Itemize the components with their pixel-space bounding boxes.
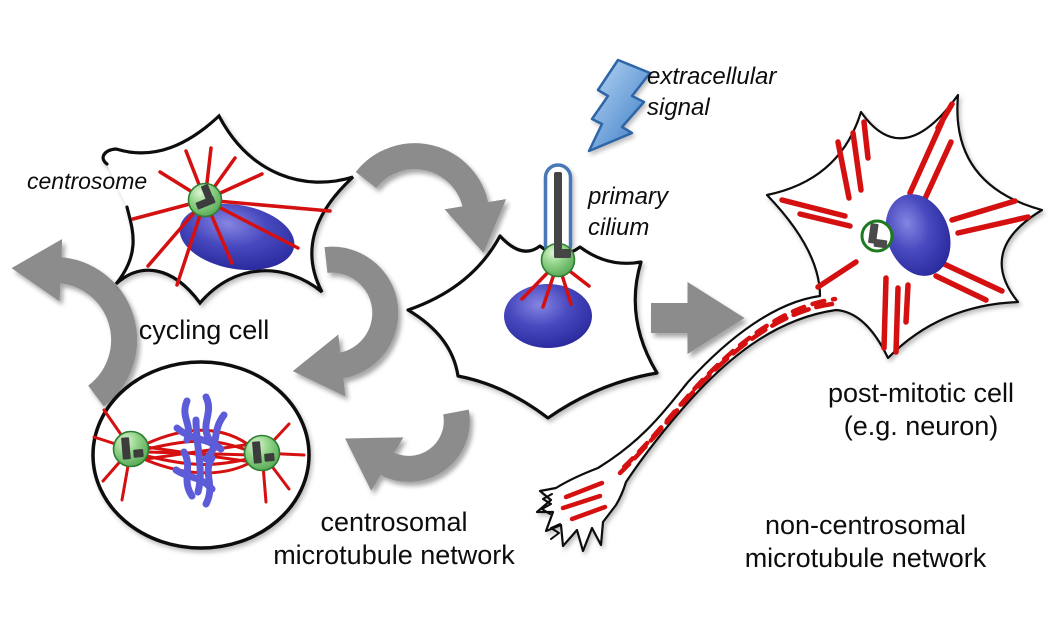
- spindle-pole-icon: [112, 430, 150, 468]
- axon-microtubules: [560, 296, 838, 522]
- label-non-centrosomal-line1: non-centrosomal: [764, 510, 967, 540]
- arrow-to-ciliated-cell-icon: [355, 143, 507, 253]
- nucleus: [885, 194, 951, 276]
- label-cycling-cell-text: cycling cell: [138, 315, 270, 345]
- ciliated-cell: [406, 163, 659, 420]
- spindle-microtubules: [92, 408, 306, 504]
- label-primary-cilium-line1: primary: [588, 183, 669, 210]
- label-centrosomal-network: centrosomal microtubule network: [268, 506, 520, 572]
- label-centrosomal-line2: microtubule network: [273, 540, 515, 570]
- arrow-to-mitosis-icon: [345, 409, 470, 491]
- label-non-centrosomal-network: non-centrosomal microtubule network: [688, 509, 1043, 575]
- cycling-cell: [101, 113, 355, 306]
- label-centrosome-text: centrosome: [27, 168, 148, 194]
- cycle-arrows: [11, 143, 745, 491]
- filopodia-squiggle: [541, 493, 553, 515]
- chromosomes: [172, 393, 228, 508]
- label-extracellular-line1: extracellular: [647, 63, 777, 90]
- neurite-microtubules: [779, 101, 1031, 355]
- label-non-centrosomal-line2: microtubule network: [744, 543, 987, 573]
- inactive-centrosome-icon: [860, 219, 894, 253]
- label-centrosomal-line1: centrosomal: [320, 507, 468, 537]
- label-extracellular-line2: signal: [647, 94, 710, 121]
- neuron-cell: [535, 93, 1044, 553]
- label-primary-cilium: primary cilium: [588, 181, 668, 243]
- lightning-bolt-icon: [587, 58, 652, 153]
- label-extracellular-signal: extracellular signal: [647, 61, 776, 123]
- primary-cilium: [540, 163, 576, 278]
- filopodia-squiggle: [550, 523, 561, 540]
- label-primary-cilium-line2: cilium: [588, 214, 650, 241]
- centrosome-icon: [187, 182, 223, 218]
- mitotic-cell: [91, 360, 311, 550]
- label-post-mitotic-line2: (e.g. neuron): [843, 411, 999, 441]
- arrow-cycle-down-icon: [292, 246, 399, 397]
- label-post-mitotic-line1: post-mitotic cell: [827, 378, 1015, 408]
- nucleus: [179, 203, 295, 271]
- label-cycling-cell: cycling cell: [104, 314, 304, 347]
- label-post-mitotic-cell: post-mitotic cell (e.g. neuron): [793, 377, 1049, 443]
- arrow-cycle-up-icon: [11, 238, 138, 407]
- spindle-pole-icon: [243, 434, 281, 472]
- label-centrosome: centrosome: [27, 168, 147, 195]
